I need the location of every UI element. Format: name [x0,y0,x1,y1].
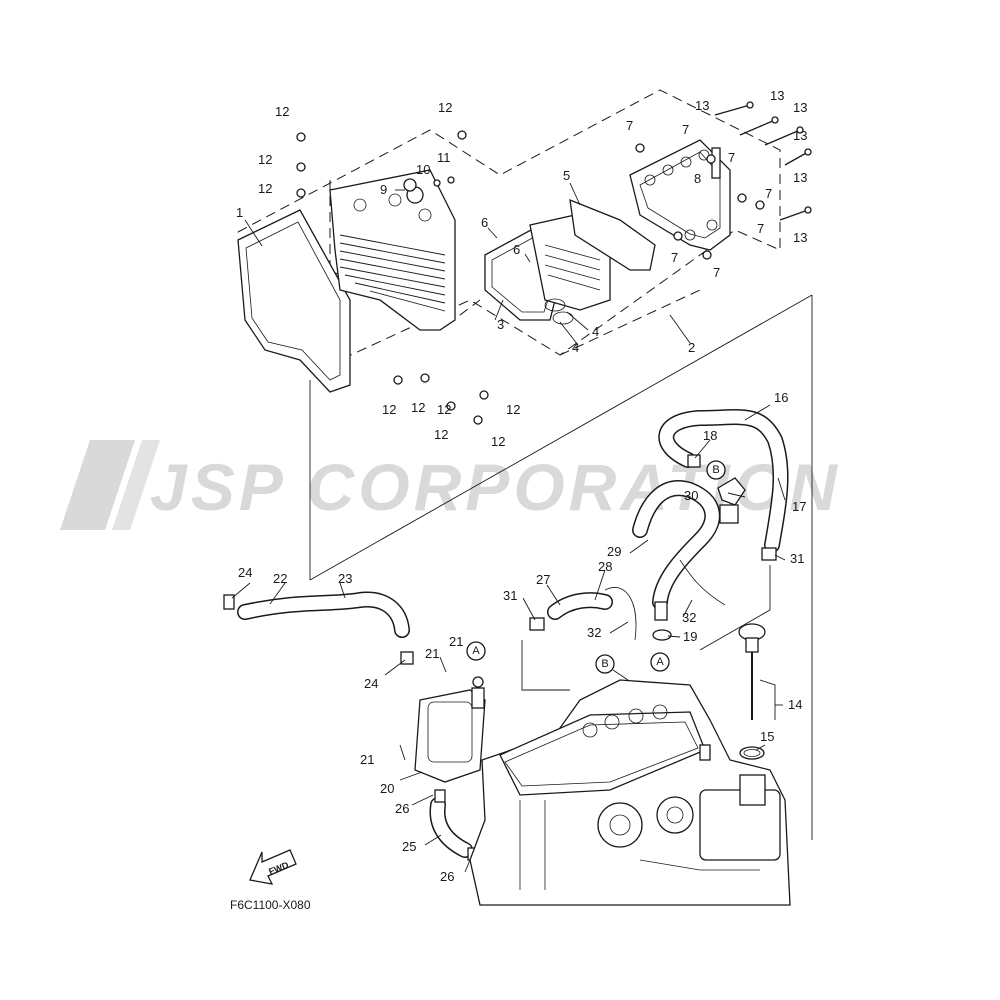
diagram-code: F6C1100-X080 [230,898,311,912]
svg-text:A: A [472,645,480,657]
svg-text:B: B [712,464,719,476]
label-21b: 21 [425,646,439,661]
label-8: 8 [694,171,701,186]
label-9: 9 [380,182,387,197]
callout-b-upper: B [706,460,726,480]
label-14: 14 [788,697,802,712]
label-22: 22 [273,571,287,586]
breather-hose-29 [632,480,721,610]
label-7g: 7 [713,265,720,280]
label-11: 11 [437,150,451,165]
label-26a: 26 [395,801,409,816]
label-27: 27 [536,572,550,587]
leader-lines [231,182,786,873]
label-23: 23 [338,571,352,586]
label-4b: 4 [572,340,579,355]
label-12e: 12 [382,402,396,417]
label-15: 15 [760,729,774,744]
callout-a-left: A [466,641,486,661]
breather-hose-16 [658,409,789,553]
callout-a-right: A [650,652,670,672]
label-13b: 13 [770,88,784,103]
label-30: 30 [684,488,698,503]
label-21c: 21 [360,752,374,767]
label-5: 5 [563,168,570,183]
label-16: 16 [774,390,788,405]
label-7b: 7 [682,122,689,137]
oil-separator-box [414,676,486,783]
hose-25 [429,797,473,858]
label-2: 2 [688,340,695,355]
label-7a: 7 [626,118,633,133]
label-32b: 32 [682,610,696,625]
label-7c: 7 [728,150,735,165]
label-12d: 12 [258,181,272,196]
hose-23 [237,591,410,638]
svg-text:B: B [601,658,608,670]
label-12f: 12 [411,400,425,415]
callouts: B A A B [466,460,726,674]
label-12c: 12 [258,152,272,167]
label-7d: 7 [765,186,772,201]
label-7e: 7 [757,221,764,236]
label-12g: 12 [434,427,448,442]
label-24a: 24 [238,565,252,580]
label-17: 17 [792,499,806,514]
label-7f: 7 [671,250,678,265]
label-12h: 12 [506,402,520,417]
hose-28 [547,592,613,620]
fwd-arrow: FWD [249,849,297,885]
oil-separator-plate [329,169,456,331]
callout-b-lower: B [595,654,615,674]
svg-text:A: A [656,656,664,668]
label-13e: 13 [793,170,807,185]
label-12j: 12 [437,402,451,417]
flange-bolts [296,130,765,425]
label-20: 20 [380,781,394,796]
dipstick [738,623,766,760]
label-6b: 6 [513,242,520,257]
label-12a: 12 [275,104,289,119]
long-bolts [714,101,812,221]
label-12b: 12 [438,100,452,115]
label-19: 19 [683,629,697,644]
label-26b: 26 [440,869,454,884]
label-10: 10 [416,162,430,177]
separator-cover [484,198,656,325]
frame-lines [309,294,813,840]
label-25: 25 [402,839,416,854]
label-21a: 21 [449,634,463,649]
part-numbers: 1 2 3 4 4 5 6 6 7 7 7 7 7 7 7 8 9 10 11 … [236,88,807,884]
engine-block [469,679,791,906]
label-28: 28 [598,559,612,574]
valve-cover-gasket [237,209,351,393]
label-29: 29 [607,544,621,559]
label-32a: 32 [587,625,601,640]
label-13c: 13 [793,100,807,115]
label-3: 3 [497,317,504,332]
label-13f: 13 [793,230,807,245]
label-12i: 12 [491,434,505,449]
label-13a: 13 [695,98,709,113]
label-13d: 13 [793,128,807,143]
label-1: 1 [236,205,243,220]
label-6a: 6 [481,215,488,230]
label-31b: 31 [790,551,804,566]
label-4a: 4 [592,324,599,339]
label-18: 18 [703,428,717,443]
label-24b: 24 [364,676,378,691]
label-31a: 31 [503,588,517,603]
